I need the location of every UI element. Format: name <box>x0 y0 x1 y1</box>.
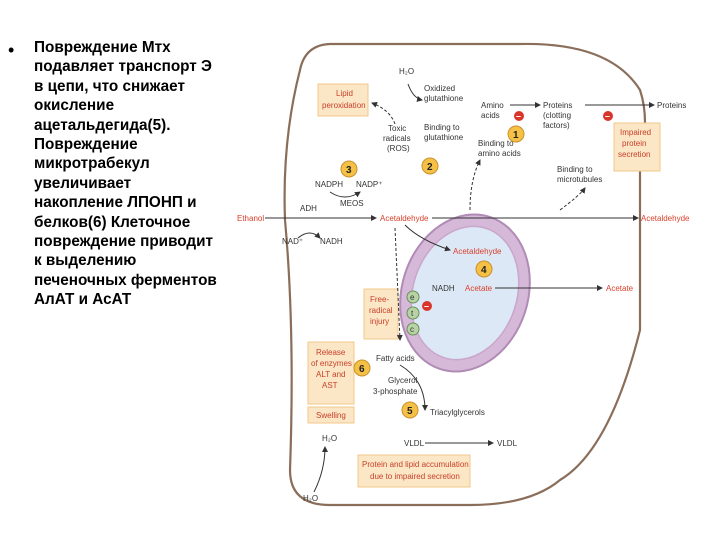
proteins-2: (clotting <box>543 111 571 120</box>
impaired-label-2: protein <box>622 139 646 148</box>
binding-glut-2: glutathione <box>424 133 464 142</box>
proteins-3: factors) <box>543 121 570 130</box>
free-radical-box <box>363 288 399 340</box>
protein-lipid-box <box>357 454 471 488</box>
release-3: ALT and <box>316 370 346 379</box>
mitochondrion <box>399 213 531 373</box>
etc-c: c <box>410 325 414 334</box>
adh: ADH <box>300 204 317 213</box>
binding-micro-1: Binding to <box>557 165 593 174</box>
badge-2: 2 <box>421 157 439 175</box>
svg-text:–: – <box>424 301 429 311</box>
binding-amino-2: amino acids <box>478 149 521 158</box>
svg-text:2: 2 <box>427 162 433 173</box>
binding-glut-1: Binding to <box>424 123 460 132</box>
svg-text:–: – <box>516 111 521 121</box>
vldl-in: VLDL <box>404 439 425 448</box>
h2o-top: H₂O <box>399 67 414 76</box>
mito-acetate: Acetate <box>465 284 493 293</box>
impaired-secretion-box <box>613 122 661 172</box>
glycerol-1: Glycerol <box>388 376 418 385</box>
release-1: Release <box>316 348 346 357</box>
bullet-dot: • <box>8 40 15 60</box>
svg-text:5: 5 <box>407 406 413 417</box>
etc-chain: e t c <box>406 290 420 336</box>
inhibit-marker-2: – <box>603 111 613 121</box>
toxic-3: (ROS) <box>387 144 410 153</box>
badge-3: 3 <box>340 160 358 178</box>
lipid-peroxidation-label-1: Lipid <box>336 89 353 98</box>
fatty-acids: Fatty acids <box>376 354 415 363</box>
binding-micro-2: microtubules <box>557 175 602 184</box>
protein-lipid-1: Protein and lipid accumulation <box>362 460 469 469</box>
toxic-1: Toxic <box>388 124 406 133</box>
etc-t: t <box>411 309 414 318</box>
badge-1: 1 <box>507 125 525 143</box>
inhibit-marker-1: – <box>514 111 524 121</box>
impaired-label-1: Impaired <box>620 128 651 137</box>
nadh-left: NADH <box>320 237 343 246</box>
nadph: NADPH <box>315 180 343 189</box>
release-2: of enzymes <box>311 359 352 368</box>
acetaldehyde: Acetaldehyde <box>380 214 429 223</box>
inhibit-marker-3: – <box>422 301 432 311</box>
lipid-peroxidation-label-2: peroxidation <box>322 101 366 110</box>
svg-text:1: 1 <box>513 130 519 141</box>
proteins-out: Proteins <box>657 101 686 110</box>
h2o-mid: H₂O <box>322 434 337 443</box>
badge-6: 6 <box>353 359 371 377</box>
toxic-2: radicals <box>383 134 411 143</box>
triacyl: Triacylglycerols <box>430 408 485 417</box>
svg-text:–: – <box>605 111 610 121</box>
free-radical-2: radical <box>369 306 393 315</box>
impaired-label-3: secretion <box>618 150 650 159</box>
amino-1: Amino <box>481 101 504 110</box>
amino-2: acids <box>481 111 500 120</box>
nadp: NADP⁺ <box>356 180 382 189</box>
release-enzymes-box <box>307 341 355 405</box>
meos: MEOS <box>340 199 364 208</box>
svg-text:6: 6 <box>359 364 365 375</box>
badge-4: 4 <box>475 260 493 278</box>
release-4: AST <box>322 381 338 390</box>
free-radical-3: injury <box>370 317 389 326</box>
binding-amino-1: Binding to <box>478 139 514 148</box>
oxidized-glutathione-1: Oxidized <box>424 84 455 93</box>
svg-text:4: 4 <box>481 265 487 276</box>
glycerol-2: 3-phosphate <box>373 387 418 396</box>
etc-e: e <box>410 293 415 302</box>
free-radical-1: Free- <box>370 295 389 304</box>
h2o-bot: H₂O <box>303 494 318 503</box>
oxidized-glutathione-2: glutathione <box>424 94 464 103</box>
ethanol: Ethanol <box>237 214 264 223</box>
swelling-box <box>307 406 355 424</box>
acetaldehyde-out: Acetaldehyde <box>641 214 690 223</box>
lipid-peroxidation-box <box>317 83 369 117</box>
nad: NAD⁺ <box>282 237 303 246</box>
hepatocyte-outline <box>283 42 647 507</box>
swelling-label: Swelling <box>316 411 346 420</box>
badge-5: 5 <box>401 401 419 419</box>
acetate-out: Acetate <box>606 284 634 293</box>
proteins-1: Proteins <box>543 101 572 110</box>
mito-nadh: NADH <box>432 284 455 293</box>
protein-lipid-2: due to impaired secretion <box>370 472 460 481</box>
mito-acetaldehyde: Acetaldehyde <box>453 247 502 256</box>
bullet-text: Повреждение Мтх подавляет транспорт Э в … <box>34 39 217 309</box>
vldl-out: VLDL <box>497 439 518 448</box>
svg-text:3: 3 <box>346 165 352 176</box>
